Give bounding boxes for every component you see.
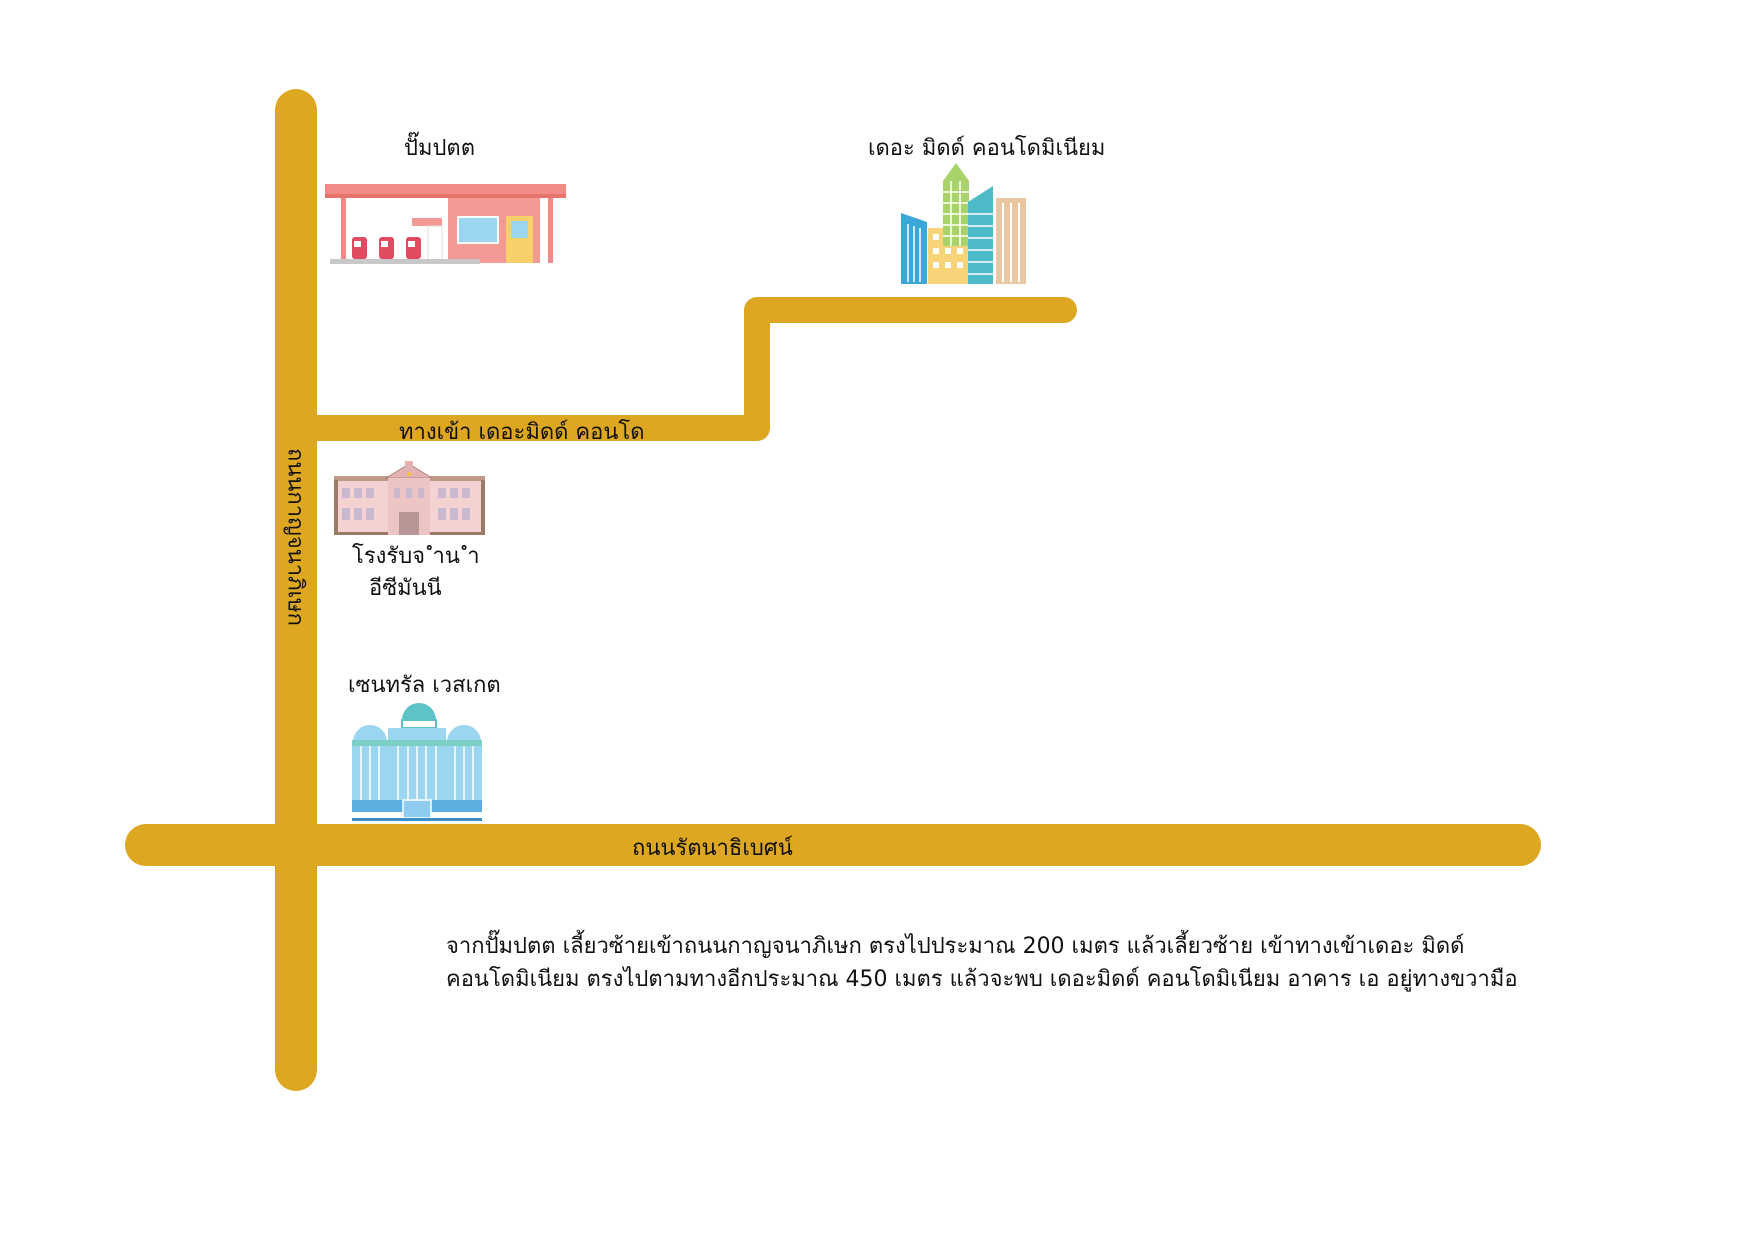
condo-label: เดอะ มิดด์ คอนโดมิเนียม	[868, 136, 1106, 161]
gas-station-icon	[325, 184, 566, 264]
entrance-road-label: ทางเข้า เดอะมิดด์ คอนโด	[399, 420, 645, 445]
mall-building-icon	[350, 703, 484, 821]
directions-line1: จากปั๊มปตต เลี้ยวซ้ายเข้าถนนกาญจนาภิเษก …	[446, 934, 1465, 959]
pawnshop-building-icon	[334, 461, 485, 535]
roads	[125, 89, 1541, 1091]
directions-line2: คอนโดมิเนียม ตรงไปตามทางอีกประมาณ 450 เม…	[446, 967, 1518, 992]
vertical-road-label: ถนนกาญจนาภิเษก	[282, 448, 308, 626]
gas-station-label: ปั๊มปตต	[404, 136, 476, 161]
entrance-road	[283, 297, 1077, 441]
pawnshop-label-line2: อีซีมันนี	[369, 576, 442, 601]
condo-buildings-icon	[901, 163, 1026, 284]
directions-text: จากปั๊มปตต เลี้ยวซ้ายเข้าถนนกาญจนาภิเษก …	[446, 930, 1518, 996]
horizontal-road-label: ถนนรัตนาธิเบศน์	[632, 836, 793, 861]
mall-label: เซนทรัล เวสเกต	[348, 673, 501, 698]
pawnshop-label-line1: โรงรับจ ำน ำ	[352, 544, 480, 569]
